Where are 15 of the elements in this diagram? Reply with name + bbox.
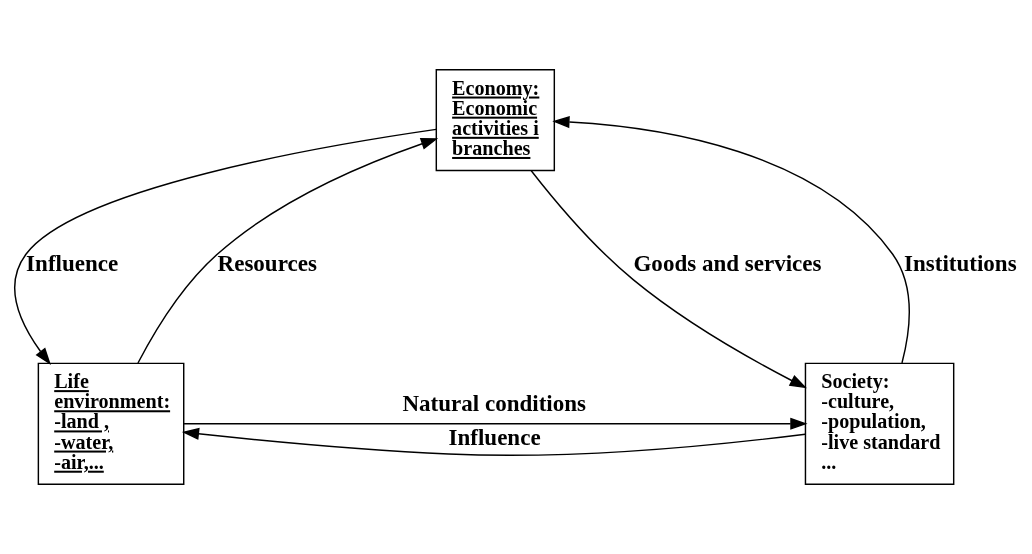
edge-label: Goods and services <box>633 249 822 276</box>
node-box: Life environment: -land , -water, -air,... <box>37 362 185 485</box>
edge-label: Influence <box>26 249 119 276</box>
arrow <box>137 138 439 364</box>
arrow <box>14 128 437 365</box>
arrow <box>530 170 807 389</box>
arrow <box>181 427 806 456</box>
edge-label: Influence <box>448 424 541 451</box>
node-box: Economy: Economic activities i branches <box>435 69 556 172</box>
arrow <box>183 417 808 430</box>
edge-label: Natural conditions <box>402 389 586 416</box>
arrow <box>552 116 910 364</box>
node-box: Society: -culture, -population, -live standard ... <box>804 362 955 485</box>
edge-label: Resources <box>217 249 317 276</box>
edge-label: Institutions <box>904 249 1017 276</box>
